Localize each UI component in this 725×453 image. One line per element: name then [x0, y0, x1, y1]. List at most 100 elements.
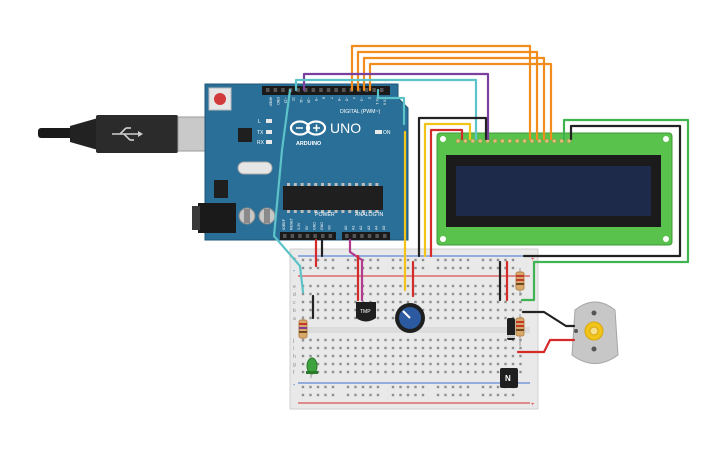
- breadboard-hole[interactable]: [496, 370, 500, 374]
- rail-hole[interactable]: [466, 393, 470, 397]
- rail-hole[interactable]: [309, 258, 312, 262]
- breadboard-hole[interactable]: [504, 338, 507, 342]
- rail-hole[interactable]: [496, 258, 500, 262]
- rail-hole[interactable]: [376, 258, 380, 262]
- breadboard-hole[interactable]: [511, 308, 515, 312]
- breadboard-hole[interactable]: [481, 308, 485, 312]
- rail-hole[interactable]: [309, 393, 312, 397]
- breadboard-hole[interactable]: [384, 316, 387, 320]
- rail-hole[interactable]: [376, 393, 380, 397]
- breadboard-hole[interactable]: [429, 354, 432, 358]
- rail-hole[interactable]: [301, 258, 305, 262]
- rail-hole[interactable]: [354, 385, 357, 389]
- breadboard-hole[interactable]: [384, 338, 387, 342]
- power-pin[interactable]: [290, 234, 295, 238]
- breadboard-hole[interactable]: [391, 284, 395, 288]
- rail-hole[interactable]: [489, 266, 492, 270]
- breadboard-hole[interactable]: [481, 284, 485, 288]
- breadboard-hole[interactable]: [496, 338, 500, 342]
- breadboard-hole[interactable]: [384, 370, 387, 374]
- rail-hole[interactable]: [496, 393, 500, 397]
- breadboard-hole[interactable]: [301, 354, 305, 358]
- rail-hole[interactable]: [444, 385, 447, 389]
- breadboard-hole[interactable]: [504, 292, 507, 296]
- rail-hole[interactable]: [316, 258, 320, 262]
- lcd-pin[interactable]: [559, 138, 564, 144]
- breadboard-hole[interactable]: [391, 370, 395, 374]
- breadboard-hole[interactable]: [309, 292, 312, 296]
- breadboard-hole[interactable]: [376, 300, 380, 304]
- breadboard-hole[interactable]: [474, 354, 477, 358]
- rail-hole[interactable]: [331, 266, 335, 270]
- lcd-pin[interactable]: [529, 138, 535, 144]
- breadboard-hole[interactable]: [436, 292, 440, 296]
- breadboard-hole[interactable]: [339, 300, 342, 304]
- breadboard-hole[interactable]: [369, 354, 372, 358]
- lcd-pin[interactable]: [492, 138, 498, 144]
- breadboard-hole[interactable]: [451, 346, 455, 350]
- breadboard-hole[interactable]: [406, 362, 410, 366]
- breadboard-hole[interactable]: [361, 362, 365, 366]
- breadboard-hole[interactable]: [474, 370, 477, 374]
- breadboard-hole[interactable]: [406, 284, 410, 288]
- breadboard-hole[interactable]: [324, 346, 327, 350]
- breadboard-hole[interactable]: [316, 308, 320, 312]
- breadboard-hole[interactable]: [301, 346, 305, 350]
- rail-hole[interactable]: [459, 385, 462, 389]
- breadboard-hole[interactable]: [459, 292, 462, 296]
- breadboard-hole[interactable]: [391, 354, 395, 358]
- breadboard-hole[interactable]: [519, 300, 522, 304]
- breadboard-hole[interactable]: [466, 362, 470, 366]
- breadboard-hole[interactable]: [429, 370, 432, 374]
- lcd-pin[interactable]: [522, 138, 527, 144]
- rail-hole[interactable]: [376, 266, 380, 270]
- rail-hole[interactable]: [444, 266, 447, 270]
- breadboard-hole[interactable]: [399, 370, 402, 374]
- breadboard-hole[interactable]: [354, 338, 357, 342]
- breadboard-hole[interactable]: [444, 292, 447, 296]
- breadboard-hole[interactable]: [316, 284, 320, 288]
- rail-hole[interactable]: [346, 393, 350, 397]
- breadboard-hole[interactable]: [444, 300, 447, 304]
- reset-button-cap[interactable]: [214, 93, 226, 105]
- breadboard-hole[interactable]: [466, 316, 470, 320]
- rail-hole[interactable]: [331, 258, 335, 262]
- power-pin[interactable]: [305, 234, 310, 238]
- breadboard-hole[interactable]: [384, 284, 387, 288]
- breadboard-hole[interactable]: [354, 308, 357, 312]
- breadboard-hole[interactable]: [421, 292, 425, 296]
- breadboard-hole[interactable]: [301, 370, 305, 374]
- breadboard-hole[interactable]: [481, 316, 485, 320]
- breadboard-hole[interactable]: [369, 346, 372, 350]
- analog-pin[interactable]: [352, 234, 357, 238]
- rail-hole[interactable]: [466, 258, 470, 262]
- breadboard-hole[interactable]: [316, 362, 320, 366]
- breadboard-hole[interactable]: [466, 308, 470, 312]
- digital-pin[interactable]: [266, 88, 270, 92]
- breadboard-hole[interactable]: [519, 308, 522, 312]
- breadboard-hole[interactable]: [481, 362, 485, 366]
- breadboard-hole[interactable]: [459, 284, 462, 288]
- lcd-pin[interactable]: [537, 138, 542, 144]
- breadboard-hole[interactable]: [346, 346, 350, 350]
- rail-hole[interactable]: [481, 393, 485, 397]
- rail-hole[interactable]: [399, 258, 402, 262]
- breadboard-hole[interactable]: [474, 362, 477, 366]
- breadboard-hole[interactable]: [429, 300, 432, 304]
- breadboard-hole[interactable]: [511, 284, 515, 288]
- rail-hole[interactable]: [346, 385, 350, 389]
- breadboard-hole[interactable]: [414, 346, 417, 350]
- breadboard-hole[interactable]: [496, 292, 500, 296]
- breadboard-hole[interactable]: [421, 308, 425, 312]
- breadboard-hole[interactable]: [324, 316, 327, 320]
- lcd-pin[interactable]: [507, 138, 513, 144]
- breadboard-hole[interactable]: [481, 346, 485, 350]
- breadboard-hole[interactable]: [436, 300, 440, 304]
- rail-hole[interactable]: [496, 385, 500, 389]
- lcd-pin[interactable]: [544, 138, 550, 144]
- breadboard-hole[interactable]: [504, 354, 507, 358]
- breadboard-hole[interactable]: [384, 362, 387, 366]
- power-pin[interactable]: [328, 234, 333, 238]
- rail-hole[interactable]: [466, 266, 470, 270]
- breadboard-hole[interactable]: [421, 284, 425, 288]
